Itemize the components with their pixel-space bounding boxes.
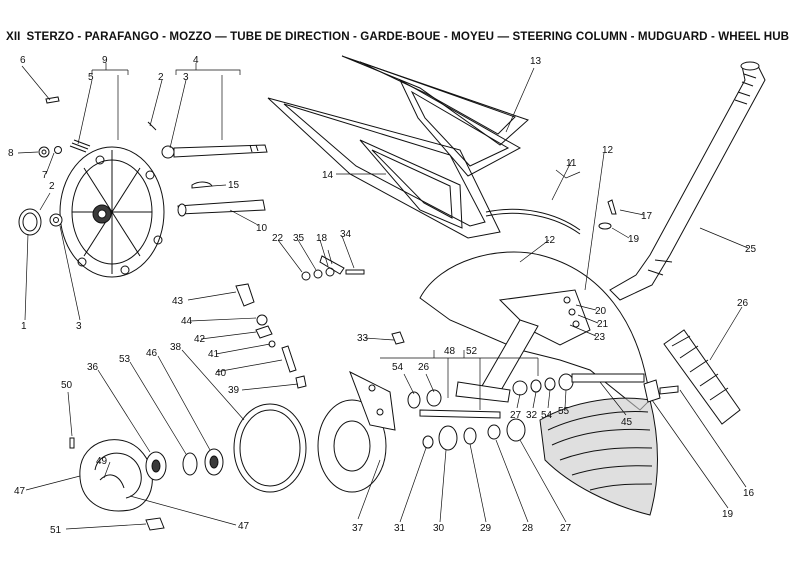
shoe-spring-50 <box>69 437 75 449</box>
callout-40: 40 <box>215 368 227 379</box>
callout-23-right: 23 <box>594 332 606 343</box>
callout-43: 43 <box>172 296 184 307</box>
steering-column <box>609 61 766 301</box>
callout-45: 45 <box>621 417 633 428</box>
callout-47-left: 47 <box>14 486 26 497</box>
callout-13: 12 <box>602 145 614 156</box>
callout-38: 38 <box>170 342 182 353</box>
small-hardware <box>301 255 365 281</box>
callout-34: 34 <box>340 229 352 240</box>
callout-36: 36 <box>87 362 99 373</box>
hub-cap-1 <box>18 208 42 236</box>
callout-19-right: 19 <box>628 234 640 245</box>
axle-10 <box>177 199 266 217</box>
wheel-hub-drum <box>59 146 165 278</box>
callout-17: 16 <box>743 488 755 499</box>
callout-26-left: 26 <box>418 362 430 373</box>
axle-spacer-parts <box>391 331 645 451</box>
callout-48: 48 <box>444 346 456 357</box>
title-text: STERZO - PARAFANGO - MOZZO — TUBE DE DIR… <box>26 30 790 43</box>
callout-6: 6 <box>20 55 26 66</box>
callout-33: 33 <box>357 333 369 344</box>
callout-12: 12 <box>544 235 556 246</box>
callout-47-right: 47 <box>238 521 250 532</box>
callout-26-right: 27 <box>510 410 522 421</box>
callout-16: 15 <box>228 180 240 191</box>
callout-18: 17 <box>641 211 653 222</box>
callout-32: 32 <box>526 410 538 421</box>
mudguard-panel-15 <box>267 97 501 239</box>
brake-drum-ring-38 <box>233 403 307 493</box>
callout-44: 44 <box>181 316 193 327</box>
cam-51 <box>145 517 165 531</box>
bolt-17 <box>659 385 679 395</box>
nut-3 <box>49 213 63 227</box>
callout-42: 42 <box>194 334 206 345</box>
circlip-53 <box>182 452 198 476</box>
callout-2-top: 2 <box>158 72 164 83</box>
brake-backplate <box>317 370 396 493</box>
callout-15: 14 <box>322 170 334 181</box>
hub-washer-7 <box>54 146 62 154</box>
callout-8: 8 <box>8 148 14 159</box>
leader-lines <box>17 63 749 530</box>
callout-54-right: 54 <box>541 410 553 421</box>
callout-52: 52 <box>466 346 478 357</box>
callout-49: 49 <box>96 456 108 467</box>
callout-7: 7 <box>42 170 48 181</box>
callout-39: 39 <box>228 385 240 396</box>
callout-4: 4 <box>193 55 199 66</box>
callout-37: 37 <box>352 523 364 534</box>
spring-5 <box>69 139 91 153</box>
callout-10: 10 <box>256 223 268 234</box>
callout-53: 53 <box>119 354 131 365</box>
callout-30: 30 <box>433 523 445 534</box>
callout-41: 41 <box>208 349 220 360</box>
rubber-boot-25 <box>663 329 741 425</box>
callout-51: 51 <box>50 525 62 536</box>
callout-50: 50 <box>61 380 73 391</box>
washer-19 <box>598 222 612 230</box>
callout-21: 20 <box>595 306 607 317</box>
bearing-46 <box>204 448 224 476</box>
callout-9: 9 <box>102 55 108 66</box>
callout-14: 13 <box>530 56 542 67</box>
page-title: XII STERZO - PARAFANGO - MOZZO — TUBE DE … <box>6 30 789 43</box>
speedo-drive-parts <box>235 283 307 389</box>
callout-2-left: 2 <box>49 181 55 192</box>
callout-23-left: 22 <box>272 233 284 244</box>
brake-shoes <box>79 439 153 512</box>
trim-strip-11 <box>485 208 581 235</box>
callout-22: 21 <box>597 319 609 330</box>
axle-4 <box>147 121 268 159</box>
pin-18 <box>607 199 617 215</box>
callout-29: 29 <box>480 523 492 534</box>
bearing-36 <box>145 451 167 481</box>
hub-nut-8 <box>38 146 50 158</box>
key-16 <box>191 181 213 189</box>
callout-46: 46 <box>146 348 158 359</box>
callout-11: 11 <box>566 158 577 169</box>
plate-number: XII <box>6 30 21 43</box>
clamp-20 <box>643 379 661 403</box>
callout-35: 35 <box>293 233 305 244</box>
callout-3-top: 3 <box>183 72 189 83</box>
callout-19-left: 18 <box>316 233 328 244</box>
callout-24: 25 <box>745 244 757 255</box>
callout-1: 1 <box>21 321 27 332</box>
callout-25: 26 <box>737 298 749 309</box>
callout-5: 5 <box>88 72 94 83</box>
callout-31: 31 <box>394 523 406 534</box>
fork-bracket <box>455 289 591 403</box>
callout-55: 55 <box>558 406 570 417</box>
callout-20: 19 <box>722 509 734 520</box>
callout-27: 27 <box>560 523 572 534</box>
callout-54-left: 54 <box>392 362 404 373</box>
callout-labels: 6 5 9 2 3 4 8 7 2 1 3 15 10 14 13 11 12 … <box>8 55 757 536</box>
mudguard-panel-14 <box>341 55 529 177</box>
callout-3-bottom: 3 <box>76 321 82 332</box>
bolt-6 <box>45 96 60 104</box>
callout-28: 28 <box>522 523 534 534</box>
